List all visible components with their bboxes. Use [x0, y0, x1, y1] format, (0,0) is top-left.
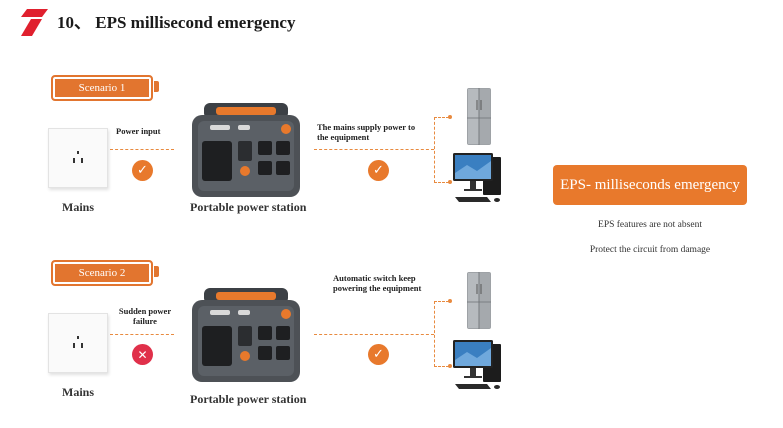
branch-dot — [448, 180, 452, 184]
branch-line — [434, 182, 449, 183]
check-icon: ✓ — [368, 344, 389, 365]
computer-icon — [453, 153, 501, 202]
check-icon: ✓ — [368, 160, 389, 181]
power-station-icon — [192, 288, 300, 382]
scenario-badge: Scenario 2 — [51, 260, 153, 286]
link2-text: The mains supply power to the equipment — [317, 122, 416, 142]
logo-icon — [21, 9, 48, 36]
computer-icon — [453, 340, 501, 389]
badge-tip — [154, 266, 159, 277]
scenario-badge: Scenario 1 — [51, 75, 153, 101]
connector-line — [314, 334, 434, 335]
cross-icon: ✕ — [132, 344, 153, 365]
branch-dot — [448, 364, 452, 368]
branch-line — [434, 117, 435, 183]
refrigerator-icon — [467, 88, 491, 145]
branch-dot — [448, 115, 452, 119]
eps-note-1: EPS features are not absent — [598, 220, 702, 230]
connector-line — [314, 149, 434, 150]
eps-title: EPS- milliseconds emergency — [560, 176, 740, 193]
badge-tip — [154, 81, 159, 92]
branch-line — [434, 301, 449, 302]
page-title: 10、 EPS millisecond emergency — [57, 13, 296, 32]
link1-text: Power input — [116, 126, 161, 136]
link2-text: Automatic switch keep powering the equip… — [333, 273, 422, 293]
eps-note-2: Protect the circuit from damage — [589, 245, 711, 255]
source-label: Mains — [62, 385, 95, 399]
source-label: Mains — [62, 200, 95, 214]
power-station-icon — [192, 103, 300, 197]
branch-line — [434, 301, 435, 367]
branch-line — [434, 366, 449, 367]
wall-socket-icon — [48, 313, 108, 373]
eps-title-box: EPS- milliseconds emergency — [553, 165, 747, 205]
branch-dot — [448, 299, 452, 303]
station-label: Portable power station — [190, 392, 307, 406]
branch-line — [434, 117, 449, 118]
link1-text: Sudden power failure — [118, 306, 172, 326]
wall-socket-icon — [48, 128, 108, 188]
connector-line — [110, 149, 174, 150]
station-label: Portable power station — [190, 200, 307, 214]
connector-line — [110, 334, 174, 335]
refrigerator-icon — [467, 272, 491, 329]
check-icon: ✓ — [132, 160, 153, 181]
